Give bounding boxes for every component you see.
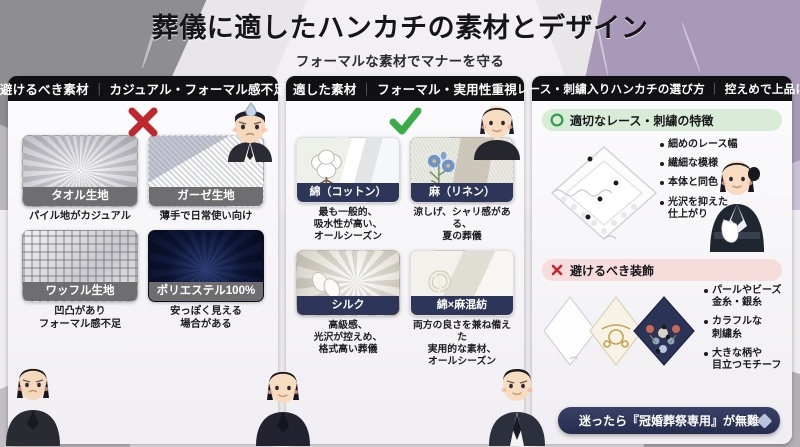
- material-card: 綿×麻混紡 両方の良さを兼ね備えた 実用的な素材、 オールシーズン: [410, 249, 514, 369]
- circle-ok-icon: [550, 113, 564, 127]
- character-kimono-woman: [700, 152, 774, 252]
- bad-decoration-bullets: パールやビーズ 金糸・銀糸 カラフルな 刺繍糸 大きな柄や 目立つモチーフ: [704, 285, 790, 379]
- material-card: ガーゼ生地 薄手で日常使い向け: [148, 135, 264, 224]
- panel-avoid-header-main: 避けるべき素材: [0, 83, 89, 97]
- material-thumbnail-blend: 綿×麻混紡: [410, 249, 514, 316]
- panel-avoid-header: 避けるべき素材 ｜ カジュアル・フォーマル感不足: [0, 76, 286, 101]
- x-mark-icon: [123, 105, 163, 139]
- material-note: 高級感、 光沢が控えめ、 格式高い葬儀: [313, 319, 383, 356]
- lace-handkerchief-illustration: [544, 141, 664, 245]
- material-card: 麻（リネン） 涼しげ、シャリ感がある、 夏の葬儀: [410, 137, 514, 244]
- good-decoration-bullets: 細めのレース幅 繊細な模様 本体と同色 光沢を抑えた 仕上がり: [660, 139, 752, 228]
- good-section-title: 適切なレース・刺繍の特徴: [570, 113, 714, 128]
- bad-decoration-illustration-area: パールやビーズ 金糸・銀糸 カラフルな 刺繍糸 大きな柄や 目立つモチーフ: [532, 283, 792, 379]
- bullet-item: 光沢を抑えた 仕上がり: [660, 197, 752, 221]
- material-label: ガーゼ生地: [149, 187, 263, 206]
- character-worried-man: [222, 104, 278, 162]
- header-separator: ｜: [92, 83, 106, 97]
- material-label: 綿（コットン）: [297, 183, 399, 202]
- material-note: 薄手で日常使い向け: [159, 211, 253, 222]
- material-thumbnail-cotton: 綿（コットン）: [296, 137, 400, 203]
- character-suited-man: [486, 360, 548, 446]
- material-label: タオル生地: [23, 187, 137, 206]
- good-decoration-illustration-area: 細めのレース幅 繊細な模様 本体と同色 光沢を抑えた 仕上がり: [532, 133, 792, 251]
- avoid-handkerchief-illustrations: [540, 289, 700, 373]
- check-mark-icon: [385, 105, 425, 139]
- bullet-item: 繊細な模様: [660, 158, 752, 170]
- suitable-card-grid: 綿（コットン） 最も一般的、 吸水性が高い、 オールシーズン: [286, 137, 524, 369]
- sweat-drop-icon: [244, 102, 258, 117]
- panel-suitable-header: 適した素材 ｜ フォーマル・実用性重視: [286, 76, 524, 101]
- bullet-item: カラフルな 刺繍糸: [704, 316, 790, 340]
- character-mourning-woman-2: [253, 362, 313, 446]
- material-thumbnail-linen: 麻（リネン）: [410, 137, 514, 203]
- panel-avoid-materials: 避けるべき素材 ｜ カジュアル・フォーマル感不足 タ: [0, 76, 286, 444]
- diamond-icon: [756, 412, 773, 429]
- bad-section-title: 避けるべき装飾: [570, 263, 655, 278]
- material-label: ワッフル生地: [23, 281, 137, 301]
- material-note: 両方の良さを兼ね備えた 実用的な素材、 オールシーズン: [413, 319, 511, 368]
- material-label: シルク: [297, 295, 399, 315]
- material-note: 最も一般的、 吸水性が高い、 オールシーズン: [313, 207, 383, 243]
- panel-row: 避けるべき素材 ｜ カジュアル・フォーマル感不足 タ: [0, 76, 800, 444]
- flax-flower-icon: [417, 144, 464, 194]
- panel-avoid-header-sub: カジュアル・フォーマル感不足: [109, 83, 287, 97]
- page-title: 葬儀に適したハンカチの素材とデザイン: [151, 13, 649, 43]
- material-card: シルク 高級感、 光沢が控えめ、 格式高い葬儀: [296, 249, 400, 369]
- panel-lace-header-main: レース・刺繍入りハンカチの選び方: [516, 82, 705, 96]
- good-decoration-section-header: 適切なレース・刺繍の特徴: [542, 109, 782, 131]
- header-separator: ｜: [360, 83, 374, 97]
- bullet-item: 大きな柄や 目立つモチーフ: [704, 348, 790, 372]
- header-separator: ｜: [708, 82, 721, 96]
- material-thumbnail-towel: タオル生地: [22, 135, 138, 207]
- panel-suitable-header-sub: フォーマル・実用性重視: [377, 83, 517, 97]
- bullet-item: 細めのレース幅: [660, 139, 752, 151]
- panel-lace-header: レース・刺繍入りハンカチの選び方 ｜ 控えめで上品に: [517, 76, 800, 101]
- x-mark-icon: [550, 263, 564, 277]
- avoid-card-grid: タオル生地 パイル地がカジュアル ガーゼ生地 薄手で日常使い向け ワッフル生地: [8, 135, 278, 332]
- bad-decoration-section-header: 避けるべき装飾: [542, 259, 782, 281]
- panel-lace-body: 適切なレース・刺繍の特徴: [532, 101, 792, 444]
- bullet-item: パールやビーズ 金糸・銀糸: [704, 285, 790, 309]
- material-note: 凹凸があり フォーマル感不足: [38, 305, 122, 330]
- material-note: 涼しげ、シャリ感がある、 夏の葬儀: [413, 207, 511, 243]
- panel-suitable-header-main: 適した素材: [293, 83, 357, 97]
- cotton-boll-icon: [303, 144, 350, 194]
- material-label: ポリエステル100%: [149, 281, 263, 301]
- material-note: 安っぽく見える 場合がある: [170, 305, 242, 330]
- page-subtitle: フォーマルな素材でマナーを守る: [295, 54, 505, 69]
- summary-banner-text: 迷ったら『冠婚葬祭専用』が無難: [578, 414, 759, 428]
- title-block: 葬儀に適したハンカチの素材とデザイン フォーマルな素材でマナーを守る: [0, 6, 800, 70]
- bullet-item: 本体と同色: [660, 177, 752, 189]
- material-thumbnail-waffle: ワッフル生地: [22, 229, 138, 302]
- summary-banner: 迷ったら『冠婚葬祭専用』が無難: [558, 407, 780, 434]
- panel-lace-header-sub: 控えめで上品に: [724, 82, 800, 96]
- character-approving-woman: [470, 100, 524, 160]
- material-thumbnail-gauze: ガーゼ生地: [148, 135, 264, 207]
- material-card: タオル生地 パイル地がカジュアル: [22, 135, 138, 224]
- material-label: 綿×麻混紡: [411, 295, 513, 315]
- material-card: ワッフル生地 凹凸があり フォーマル感不足: [22, 229, 138, 332]
- material-card: ポリエステル100% 安っぽく見える 場合がある: [148, 229, 264, 332]
- character-mourning-woman: [2, 358, 64, 446]
- material-thumbnail-silk: シルク: [296, 249, 400, 316]
- material-label: 麻（リネン）: [411, 183, 513, 202]
- material-card: 綿（コットン） 最も一般的、 吸水性が高い、 オールシーズン: [296, 137, 400, 244]
- panel-lace-embroidery: レース・刺繍入りハンカチの選び方 ｜ 控えめで上品に 適切なレース・刺繍の特徴: [517, 76, 800, 444]
- material-thumbnail-polyester: ポリエステル100%: [148, 229, 264, 302]
- yarn-knot-icon: [417, 257, 464, 307]
- silk-cocoon-icon: [303, 257, 350, 307]
- material-note: パイル地がカジュアル: [29, 211, 131, 222]
